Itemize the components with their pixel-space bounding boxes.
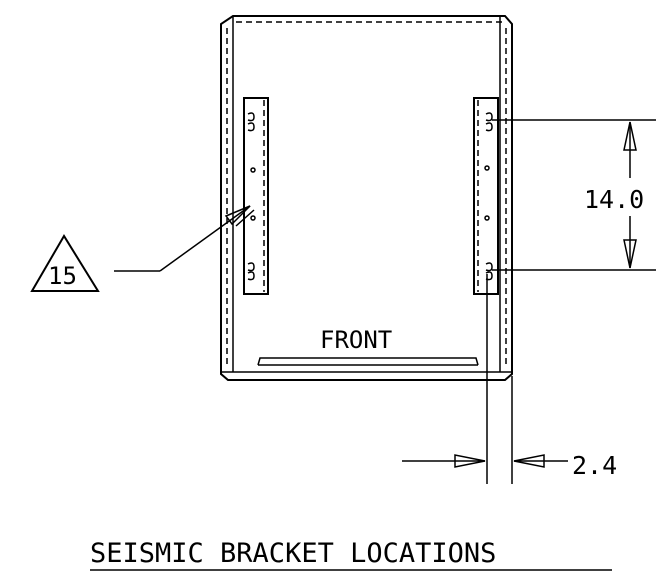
- right-seismic-bracket: [473, 97, 499, 295]
- left-seismic-bracket: [243, 97, 269, 295]
- front-panel-strip: [257, 357, 479, 366]
- drawing-title: SEISMIC BRACKET LOCATIONS: [90, 538, 496, 569]
- vertical-dimension: 14.0: [492, 119, 656, 271]
- dimension-vertical-label: 14.0: [584, 185, 644, 214]
- callout-number: 15: [48, 262, 77, 290]
- callout-triangle: 15: [30, 205, 255, 292]
- cabinet-outline: [220, 15, 513, 381]
- horizontal-dimension: 2.4: [402, 274, 617, 484]
- front-label: FRONT: [320, 326, 392, 354]
- dimension-horizontal-label: 2.4: [572, 451, 617, 480]
